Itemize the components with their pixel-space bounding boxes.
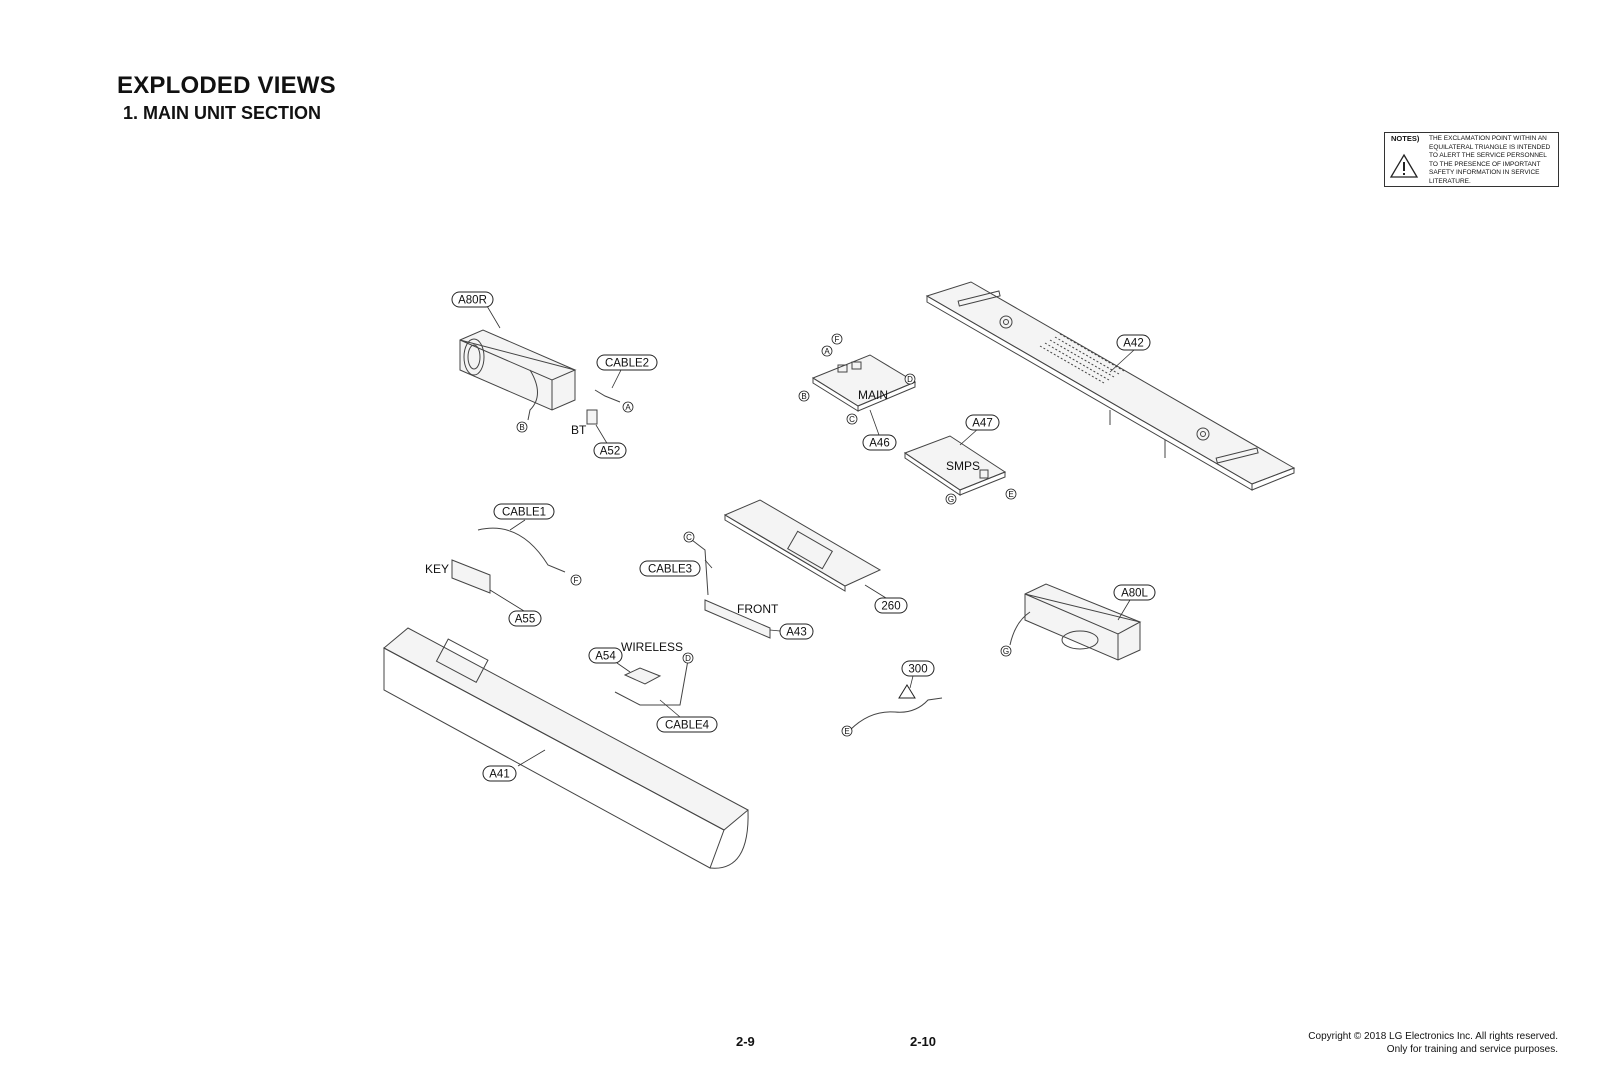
svg-text:300: 300 (908, 664, 927, 676)
notes-box: NOTES) THE EXCLAMATION POINT WITHIN AN E… (1384, 132, 1559, 187)
part-label-cable4: CABLE4 (656, 716, 718, 733)
svg-text:D: D (907, 375, 913, 384)
page-number-left: 2-9 (736, 1034, 755, 1049)
svg-text:A: A (625, 403, 631, 412)
connector-f-main: F (831, 333, 843, 345)
top-cover-a42 (925, 281, 1296, 491)
connector-f-cable1: F (570, 574, 582, 586)
part-label-a80l: A80L (1113, 584, 1156, 601)
svg-text:F: F (835, 335, 840, 344)
svg-text:E: E (1008, 490, 1013, 499)
svg-text:A42: A42 (1123, 338, 1143, 350)
part-label-300: 300 (901, 660, 935, 677)
svg-text:A: A (824, 347, 830, 356)
svg-text:A80R: A80R (458, 295, 487, 307)
board-label-bt: BT (571, 423, 587, 437)
connector-e-cord: E (841, 725, 853, 737)
connector-e-smps: E (1005, 488, 1017, 500)
board-label-smps: SMPS (946, 459, 980, 473)
part-label-cable3: CABLE3 (639, 560, 701, 577)
svg-text:A55: A55 (515, 614, 535, 626)
svg-text:G: G (948, 495, 954, 504)
vent-grille (1039, 333, 1125, 384)
svg-text:A43: A43 (786, 627, 806, 639)
svg-text:CABLE3: CABLE3 (648, 564, 692, 576)
svg-text:F: F (574, 576, 579, 585)
key-board-a55 (451, 527, 566, 594)
svg-text:A52: A52 (600, 446, 620, 458)
part-label-a42: A42 (1116, 334, 1151, 351)
copyright-notice: Copyright © 2018 LG Electronics Inc. All… (1308, 1030, 1558, 1056)
svg-text:CABLE4: CABLE4 (665, 720, 710, 732)
connector-g-a80l: G (1000, 645, 1012, 657)
part-label-a43: A43 (779, 623, 814, 640)
svg-text:A80L: A80L (1121, 588, 1148, 600)
usage-notice-line: Only for training and service purposes. (1386, 1044, 1558, 1055)
svg-text:A46: A46 (869, 438, 889, 450)
chassis-bracket-260 (723, 499, 882, 592)
part-label-a47: A47 (965, 414, 1000, 431)
connector-a-main: A (821, 345, 833, 357)
svg-text:A54: A54 (595, 651, 616, 663)
svg-text:C: C (686, 533, 692, 542)
notes-text: THE EXCLAMATION POINT WITHIN AN EQUILATE… (1429, 135, 1551, 185)
svg-text:E: E (844, 727, 849, 736)
front-board-a43 (687, 536, 771, 639)
part-label-a80r: A80R (451, 291, 494, 308)
svg-text:A47: A47 (972, 418, 992, 430)
front-cabinet-a41 (383, 627, 749, 869)
board-label-wireless: WIRELESS (621, 640, 683, 654)
svg-text:CABLE2: CABLE2 (605, 358, 649, 370)
svg-text:CABLE1: CABLE1 (502, 507, 546, 519)
wireless-module-a54 (614, 659, 689, 706)
board-label-key: KEY (425, 562, 449, 576)
part-label-cable1: CABLE1 (493, 503, 555, 520)
section-subtitle: 1. MAIN UNIT SECTION (123, 103, 322, 123)
copyright-line: Copyright © 2018 LG Electronics Inc. All… (1308, 1031, 1558, 1042)
warning-triangle-icon (1389, 153, 1419, 178)
notes-label: NOTES) (1391, 134, 1420, 143)
connector-b-main: B (798, 390, 810, 402)
page-title: EXPLODED VIEWS (117, 72, 336, 99)
board-label-front: FRONT (737, 602, 779, 616)
part-label-a46: A46 (862, 434, 897, 451)
part-label-cable2: CABLE2 (596, 354, 658, 371)
leader-lines (486, 305, 1135, 767)
page-number-right: 2-10 (910, 1034, 937, 1049)
svg-text:D: D (685, 654, 691, 663)
connector-g-smps: G (945, 493, 957, 505)
part-label-a52: A52 (593, 442, 627, 459)
connector-c-cable3: C (683, 531, 695, 543)
connector-d-cable4: D (682, 652, 694, 664)
speaker-left-a80l (1009, 583, 1142, 661)
part-label-a55: A55 (508, 610, 542, 627)
connector-b-a80r: B (516, 421, 528, 433)
part-label-a41: A41 (482, 765, 517, 782)
svg-text:G: G (1003, 647, 1009, 656)
svg-text:B: B (519, 423, 524, 432)
svg-text:A41: A41 (489, 769, 509, 781)
smps-board-a47 (903, 435, 1007, 496)
bt-module-a52 (586, 389, 621, 425)
main-board-a46 (811, 354, 917, 412)
connector-a-cable2: A (622, 401, 634, 413)
svg-text:260: 260 (881, 601, 900, 613)
power-cord-300 (849, 684, 943, 731)
connector-d-main: D (904, 373, 916, 385)
connector-c-main: C (846, 413, 858, 425)
part-label-260: 260 (874, 597, 908, 614)
svg-text:C: C (849, 415, 855, 424)
board-label-main: MAIN (858, 388, 888, 402)
svg-text:B: B (801, 392, 806, 401)
part-label-a54: A54 (588, 647, 623, 664)
speaker-right-a80r (459, 329, 577, 421)
